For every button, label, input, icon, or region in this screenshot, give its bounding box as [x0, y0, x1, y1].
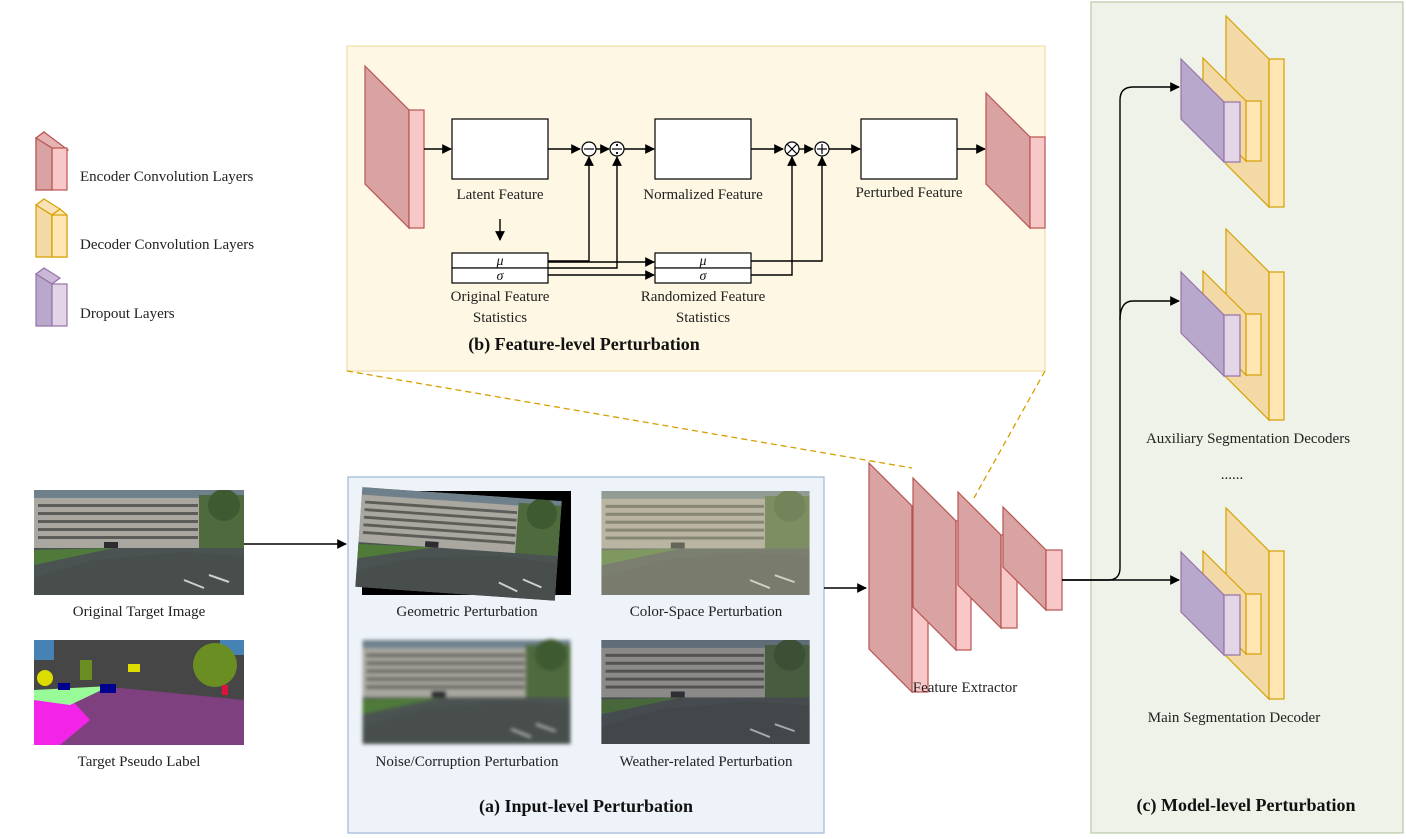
target-pseudo-label-text: Target Pseudo Label — [78, 754, 201, 770]
model-level-panel: Auxiliary Segmentation Decoders ...... M… — [1090, 1, 1404, 834]
main-decoder-label: Main Segmentation Decoder — [1148, 710, 1320, 726]
geometric-perturbation-image — [355, 487, 571, 601]
latent-feature-label: Latent Feature — [456, 187, 543, 203]
legend-decoder-label: Decoder Convolution Layers — [80, 237, 254, 253]
legend-encoder-label: Encoder Convolution Layers — [80, 169, 253, 185]
original-target-label: Original Target Image — [73, 604, 206, 620]
feature-output-encoder-block — [985, 91, 1046, 230]
aux-decoders-label: Auxiliary Segmentation Decoders — [1146, 431, 1350, 447]
feature-extractor-label: Feature Extractor — [913, 680, 1018, 696]
original-target-image — [34, 490, 244, 595]
perturbed-feature-box — [860, 118, 958, 180]
legend-dropout-swatch — [34, 267, 68, 327]
main-decoder — [1180, 506, 1285, 701]
weather-related-label: Weather-related Perturbation — [620, 754, 793, 770]
randomized-stats-label-line2: Statistics — [676, 310, 730, 326]
legend-decoder-swatch — [34, 198, 68, 258]
legend: Encoder Convolution Layers Decoder Convo… — [34, 130, 254, 327]
noise-corruption-label: Noise/Corruption Perturbation — [376, 754, 559, 770]
aux-decoder-2 — [1180, 227, 1285, 422]
color-space-perturbation-image — [601, 491, 810, 595]
zoom-line-left — [346, 370, 913, 469]
feature-level-panel: Latent Feature Normalized Feature Pertur… — [346, 45, 1046, 372]
target-pseudo-label-image — [34, 640, 244, 745]
randomized-mu: μ — [698, 254, 706, 269]
decoders-ellipsis: ...... — [1221, 467, 1244, 483]
zoom-line-right — [973, 370, 1046, 499]
legend-dropout-label: Dropout Layers — [80, 306, 175, 322]
randomized-stats-box: μ σ — [654, 252, 752, 284]
decoder-routing-arrows — [1062, 82, 1180, 585]
model-panel-title: (c) Model-level Perturbation — [1137, 795, 1356, 816]
randomized-stats-label-line1: Randomized Feature — [641, 289, 766, 305]
input-panel-title: (a) Input-level Perturbation — [479, 796, 693, 817]
original-mu: μ — [495, 254, 503, 269]
weather-related-perturbation-image — [601, 640, 810, 744]
original-stats-label-line2: Statistics — [473, 310, 527, 326]
noise-corruption-perturbation-image — [362, 640, 571, 744]
feature-input-encoder-block — [364, 64, 425, 230]
normalized-feature-label: Normalized Feature — [643, 187, 763, 203]
aux-decoder-1 — [1180, 14, 1285, 209]
original-sigma: σ — [497, 269, 505, 284]
feature-panel-title: (b) Feature-level Perturbation — [468, 334, 700, 355]
latent-feature-box — [451, 118, 549, 180]
input-level-panel: Geometric Perturbation Color-Space Pertu… — [347, 476, 825, 834]
randomized-sigma: σ — [700, 269, 708, 284]
feature-extractor — [868, 461, 1063, 694]
perturbed-feature-label: Perturbed Feature — [855, 185, 962, 201]
extractor-layer-4 — [1002, 505, 1063, 612]
color-space-label: Color-Space Perturbation — [630, 604, 783, 620]
normalized-feature-box — [654, 118, 752, 180]
original-stats-label-line1: Original Feature — [451, 289, 550, 305]
legend-encoder-swatch — [35, 130, 69, 192]
original-stats-box: μ σ — [451, 252, 549, 284]
geometric-label: Geometric Perturbation — [396, 604, 538, 620]
feature-panel-background — [346, 45, 1046, 372]
